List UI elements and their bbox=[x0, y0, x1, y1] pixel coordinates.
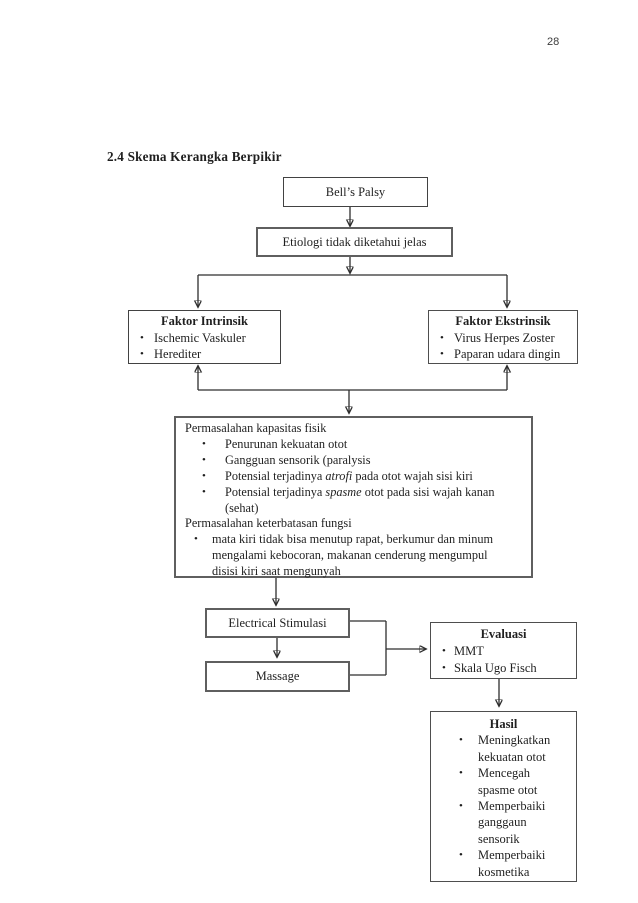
bullet-text: Potensial terjadinya spasme otot pada si… bbox=[225, 485, 494, 517]
node-bells-palsy: Bell’s Palsy bbox=[283, 177, 428, 207]
bullet-text: Memperbaiki ganggaun sensorik bbox=[478, 799, 546, 846]
bullet-item: • Potensial terjadinya atrofi pada otot … bbox=[202, 469, 531, 485]
node-faktor-ekstrinsik: Faktor Ekstrinsik • Virus Herpes Zoster … bbox=[428, 310, 578, 364]
node-etiologi: Etiologi tidak diketahui jelas bbox=[256, 227, 453, 257]
bullet-icon: • bbox=[440, 331, 444, 344]
bullet-icon: • bbox=[202, 437, 206, 450]
text-segment: pada otot wajah sisi kiri bbox=[352, 468, 473, 483]
node-title: Faktor Intrinsik bbox=[161, 314, 248, 328]
bullet-icon: • bbox=[440, 348, 444, 360]
node-label: Electrical Stimulasi bbox=[228, 615, 327, 630]
bullet-icon: • bbox=[459, 849, 463, 862]
bullet-icon: • bbox=[459, 767, 463, 780]
bullet-item: • Virus Herpes Zoster bbox=[440, 330, 577, 347]
bullet-text: Meningkatkan kekuatan otot bbox=[478, 733, 551, 764]
bullet-icon: • bbox=[202, 485, 206, 498]
bullet-text: Gangguan sensorik (paralysis bbox=[225, 453, 370, 469]
node-label: Massage bbox=[255, 669, 300, 684]
node-label: Bell’s Palsy bbox=[325, 184, 386, 199]
node-title: Hasil bbox=[489, 717, 518, 731]
text-segment: Gangguan sensorik (paralysis bbox=[225, 452, 371, 467]
node-evaluasi: Evaluasi • MMT • Skala Ugo Fisch bbox=[430, 622, 577, 679]
text-segment: Potensial terjadinya bbox=[225, 484, 326, 499]
node-massage: Massage bbox=[205, 661, 350, 692]
bullet-icon: • bbox=[194, 533, 198, 546]
node-label: Etiologi tidak diketahui jelas bbox=[282, 234, 427, 249]
bullet-icon: • bbox=[442, 662, 446, 674]
node-permasalahan: Permasalahan kapasitas fisik • Penurunan… bbox=[174, 416, 533, 578]
bullet-item: • Memperbaiki ganggaun sensorik bbox=[459, 798, 576, 847]
bullet-item: • Potensial terjadinya spasme otot pada … bbox=[202, 485, 531, 517]
bullet-text: Paparan udara dingin bbox=[454, 347, 561, 361]
bullet-item: • Herediter bbox=[140, 346, 280, 363]
bullet-item: • Ischemic Vaskuler bbox=[140, 330, 280, 347]
bullet-item: • mata kiri tidak bisa menutup rapat, be… bbox=[194, 532, 531, 580]
node-title: Evaluasi bbox=[480, 627, 527, 641]
bullet-text: Herediter bbox=[154, 347, 202, 361]
subsection-heading: Permasalahan keterbatasan fungsi bbox=[185, 516, 352, 531]
bullet-text: MMT bbox=[454, 644, 484, 658]
subsection-heading: Permasalahan kapasitas fisik bbox=[185, 421, 327, 435]
page-number: 28 bbox=[547, 36, 560, 48]
bullet-text: Skala Ugo Fisch bbox=[454, 661, 537, 675]
bullet-text: Memperbaiki kosmetika bbox=[478, 848, 546, 879]
bullet-icon: • bbox=[459, 800, 463, 813]
bullet-item: • MMT bbox=[442, 643, 576, 660]
bullet-item: • Memperbaiki kosmetika bbox=[459, 847, 576, 880]
bullet-icon: • bbox=[459, 734, 463, 747]
bullet-text: Potensial terjadinya atrofi pada otot wa… bbox=[225, 469, 473, 485]
bullet-icon: • bbox=[202, 469, 206, 482]
bullet-text: Virus Herpes Zoster bbox=[454, 330, 555, 345]
bullet-icon: • bbox=[202, 453, 206, 466]
bullet-item: • Skala Ugo Fisch bbox=[442, 660, 576, 677]
text-segment: Penurunan kekuatan otot bbox=[225, 436, 348, 451]
node-hasil: Hasil • Meningkatkan kekuatan otot • Men… bbox=[430, 711, 577, 882]
bullet-text: Mencegah spasme otot bbox=[478, 766, 538, 797]
node-electrical-stimulasi: Electrical Stimulasi bbox=[205, 608, 350, 638]
text-segment: otot pada sisi wajah kanan (sehat) bbox=[225, 484, 495, 515]
bullet-item: • Mencegah spasme otot bbox=[459, 765, 576, 798]
bullet-item: • Meningkatkan kekuatan otot bbox=[459, 732, 576, 765]
section-heading: 2.4 Skema Kerangka Berpikir bbox=[107, 149, 282, 164]
bullet-icon: • bbox=[140, 331, 144, 344]
bullet-icon: • bbox=[140, 348, 144, 360]
node-faktor-intrinsik: Faktor Intrinsik • Ischemic Vaskuler • H… bbox=[128, 310, 281, 364]
italic-term: atrofi bbox=[325, 468, 353, 483]
bullet-item: • Gangguan sensorik (paralysis bbox=[202, 453, 531, 469]
italic-term: spasme bbox=[325, 484, 362, 499]
bullet-text: Penurunan kekuatan otot bbox=[225, 437, 347, 453]
bullet-icon: • bbox=[442, 645, 446, 657]
bullet-text: mata kiri tidak bisa menutup rapat, berk… bbox=[212, 532, 494, 579]
node-title: Faktor Ekstrinsik bbox=[455, 314, 551, 328]
bullet-item: • Paparan udara dingin bbox=[440, 346, 577, 363]
text-segment: Potensial terjadinya bbox=[225, 468, 326, 483]
bullet-item: • Penurunan kekuatan otot bbox=[202, 437, 531, 453]
bullet-text: Ischemic Vaskuler bbox=[154, 330, 246, 345]
